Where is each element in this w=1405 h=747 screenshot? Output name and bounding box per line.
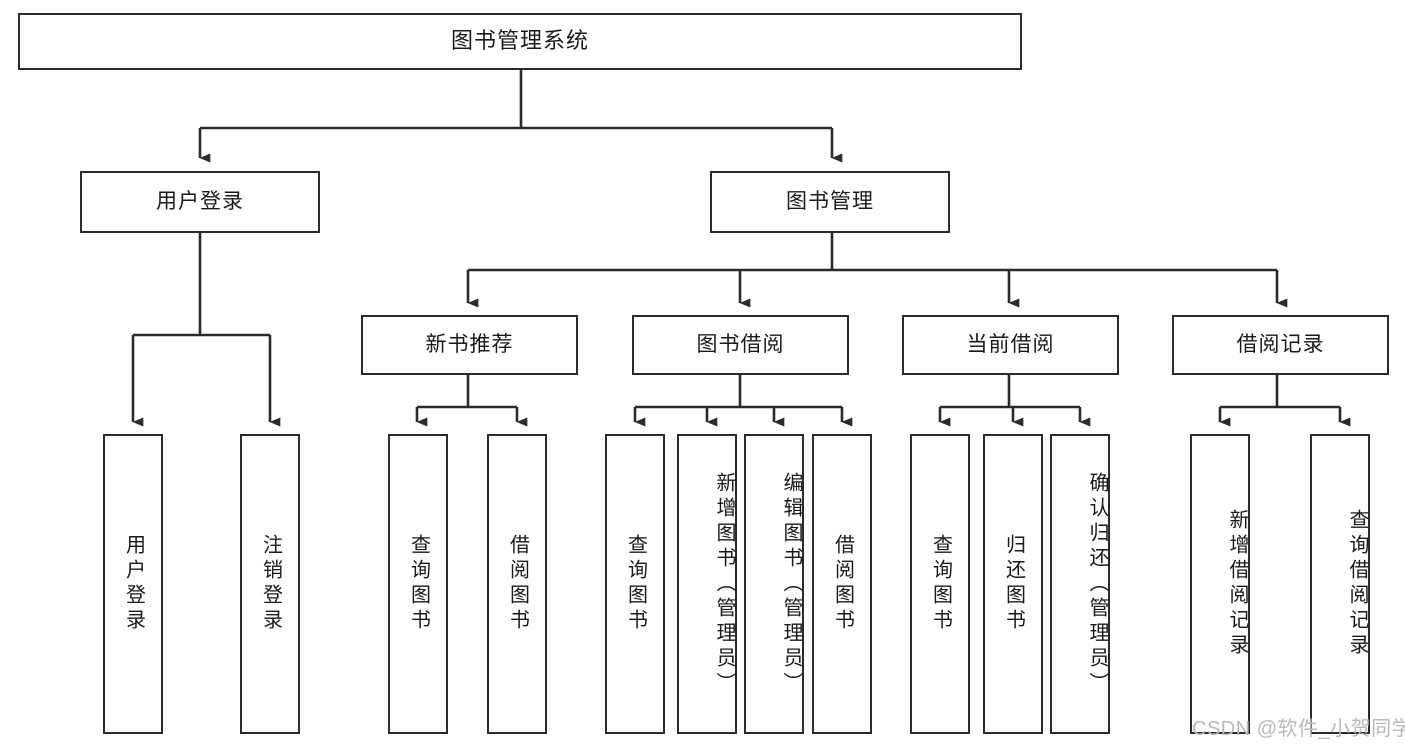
leaf-node-user-login[interactable]: 用户登录 [103,434,163,734]
node-root-system[interactable]: 图书管理系统 [18,13,1022,70]
leaf-node-add-book-admin[interactable]: 新增图书（管理员） [677,434,737,734]
leaf-node-return-book[interactable]: 归还图书 [983,434,1043,734]
leaf-node-confirm-return-admin[interactable]: 确认归还（管理员） [1050,434,1110,734]
leaf-node-query-books-current[interactable]: 查询图书 [910,434,970,734]
leaf-node-edit-book-admin[interactable]: 编辑图书（管理员） [744,434,804,734]
leaf-node-query-books[interactable]: 查询图书 [605,434,665,734]
node-current-borrowing[interactable]: 当前借阅 [902,315,1119,375]
node-new-book-recommendation[interactable]: 新书推荐 [361,315,578,375]
leaf-node-query-books-new[interactable]: 查询图书 [388,434,448,734]
node-borrow-records[interactable]: 借阅记录 [1172,315,1389,375]
node-user-login[interactable]: 用户登录 [80,171,320,233]
leaf-node-borrow-book[interactable]: 借阅图书 [812,434,872,734]
leaf-node-query-borrow-record[interactable]: 查询借阅记录 [1310,434,1370,734]
csdn-watermark: CSDN @软件_小贺同学 [1192,718,1405,740]
node-book-management[interactable]: 图书管理 [710,171,950,233]
leaf-node-add-borrow-record[interactable]: 新增借阅记录 [1190,434,1250,734]
leaf-node-logout[interactable]: 注销登录 [240,434,300,734]
node-book-borrowing[interactable]: 图书借阅 [632,315,849,375]
leaf-node-borrow-books-new[interactable]: 借阅图书 [487,434,547,734]
